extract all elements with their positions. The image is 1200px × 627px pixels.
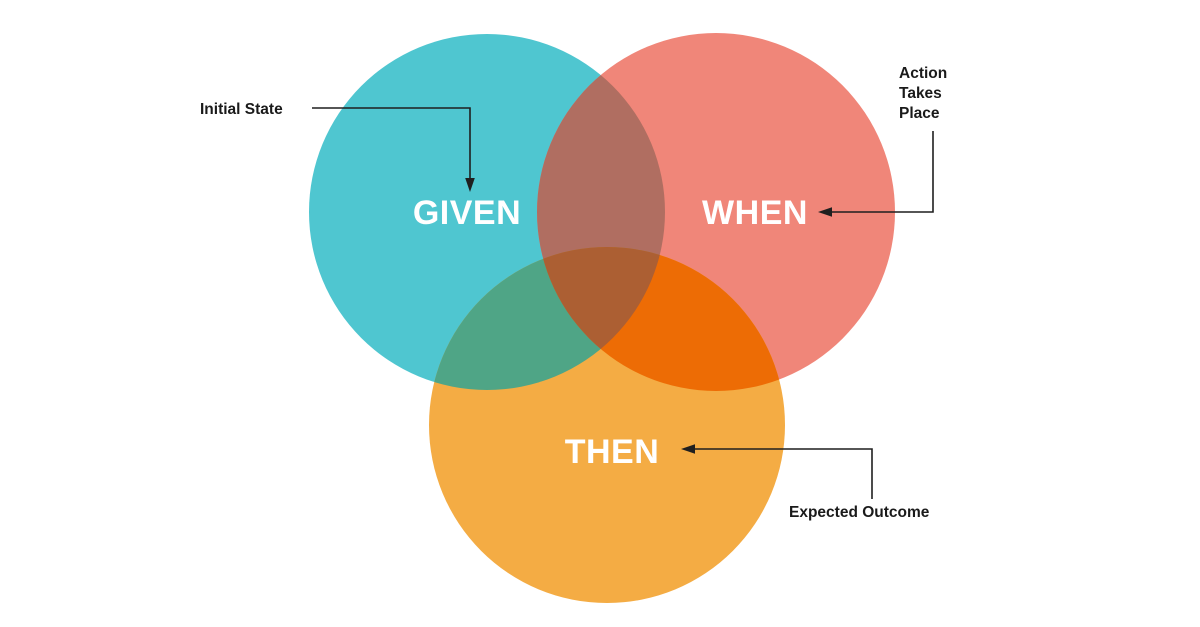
callout-action-takes-place-arrowhead (818, 207, 832, 217)
callout-expected-outcome-arrowhead (681, 444, 695, 454)
callout-expected-outcome-label: Expected Outcome (789, 504, 930, 521)
callout-initial-state-label: Initial State (200, 101, 283, 118)
callout-initial-state-leader (312, 107, 471, 181)
venn-label-then: THEN (565, 433, 660, 471)
overlap-given-then (429, 247, 665, 390)
callout-expected-outcome: Expected Outcome (681, 444, 930, 521)
callout-action-takes-place-leader (829, 131, 934, 213)
callout-initial-state: Initial State (200, 101, 475, 192)
venn-label-given: GIVEN (413, 194, 521, 232)
callout-initial-state-arrowhead (465, 178, 475, 192)
overlap-when-then (537, 247, 785, 391)
callout-action-takes-place-label-line3: Place (899, 105, 940, 122)
callout-action-takes-place-label-line2: Takes (899, 85, 942, 102)
callout-action-takes-place-label-line1: Action (899, 65, 947, 82)
callout-action-takes-place: Action Takes Place (818, 65, 947, 217)
callout-expected-outcome-leader (692, 448, 873, 499)
venn-label-when: WHEN (702, 194, 808, 232)
